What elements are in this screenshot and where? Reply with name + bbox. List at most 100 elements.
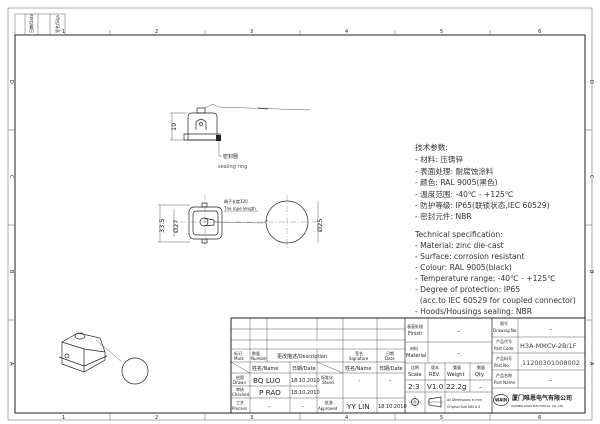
stamp-sign-label: 签名/Sign <box>54 14 60 33</box>
spec-en-item: - Colour: RAL 9005(black) <box>415 263 512 272</box>
spec-cn-title: 技术参数: <box>415 142 448 152</box>
approved-date: 18.10.2010 <box>378 404 407 410</box>
weight-en: Weight <box>447 372 464 378</box>
sealing-ring-en: sealing ring <box>218 164 247 170</box>
rope-length-en: The rope length <box>223 206 256 211</box>
spec-cn-item: - 表面处理: 耐腐蚀涂料 <box>415 166 494 176</box>
company-name-cn: 厦门唯恩电气有限公司 <box>512 394 572 402</box>
number-en: Number <box>251 356 267 361</box>
dim-height: 19 <box>170 123 178 131</box>
dims-note-2: Original Size DIN A 4 <box>447 405 480 409</box>
drawing-no-en: Drawing No. <box>493 328 518 333</box>
spec-cn: 技术参数: - 材料: 压铸锌 - 表面处理: 耐腐蚀涂料 - 颜色: RAL … <box>415 142 550 221</box>
qty-value: – <box>479 383 482 391</box>
stand-name: – <box>358 378 361 384</box>
drawing-no-cn: 图号 <box>500 320 508 326</box>
part-name-cn: 产品名称 <box>496 372 512 378</box>
checked-en: Checked <box>232 392 250 397</box>
top-stamp: 日期/Date 签名/Sign <box>14 14 66 36</box>
scale-en: Scale <box>408 372 421 378</box>
name-header: 姓名/Name <box>252 365 278 372</box>
number-cn: 数量 <box>252 350 260 356</box>
dim-loop: Ø25 <box>316 219 324 232</box>
drawn-date: 18.10.2010 <box>291 378 320 384</box>
spec-en-item: (acc.to IEC 60529 for coupled connector) <box>415 296 576 305</box>
description-header: 更改描述/Description <box>277 353 327 360</box>
process-date: – <box>302 404 305 410</box>
qty-cn: 数量 <box>477 364 485 370</box>
sealing-ring-cn: 密封圈 <box>223 153 238 160</box>
finish-value: – <box>457 327 460 335</box>
company-name-en: XIAMEN WAIN ELECTRICAL CO.,LTD <box>511 404 564 408</box>
col-1-bottom: 1 <box>62 415 65 421</box>
part-code-cn: 产品代号 <box>496 338 512 344</box>
part-no-en: Part No. <box>494 363 510 368</box>
iso-view <box>58 332 149 385</box>
stamp-date-label: 日期/Date <box>28 14 34 33</box>
date-header: 日期/Date <box>292 366 316 372</box>
drawn-cn: 绘图 <box>236 374 244 380</box>
material-cn: 材料 <box>410 345 418 351</box>
col-2-bottom: 2 <box>155 415 158 421</box>
qty-en: Qty. <box>475 372 485 378</box>
drawn-name: BQ LUO <box>253 376 281 385</box>
col-6: 6 <box>538 29 541 35</box>
dims-note-1: All Dimensions in mm <box>447 398 482 402</box>
spec-cn-item: - 温度范围: -40℃ - +125℃ <box>415 189 513 199</box>
date-cn: 日期 <box>386 350 394 356</box>
col-3: 3 <box>250 29 253 35</box>
rev-en: REV. <box>429 372 440 378</box>
stand-date: – <box>389 378 392 384</box>
row-c: C <box>588 175 594 179</box>
finish-en: Finish <box>408 331 422 337</box>
col-1: 1 <box>62 29 65 35</box>
col-5-bottom: 5 <box>440 415 443 421</box>
rope-length-cn: 绳子长度120 <box>224 198 248 204</box>
process-en: Process <box>232 406 247 411</box>
part-name-en: Part Name <box>494 380 516 385</box>
stand-cn: 标准化 <box>321 374 333 380</box>
spec-cn-item: - 防护等级: IP65(联锁状态,IEC 60529) <box>415 200 550 210</box>
spec-cn-item: - 颜色: RAL 9005(黑色) <box>415 177 498 187</box>
spec-en-item: - Material: zinc die-cast <box>415 241 504 250</box>
drawing-no-value: – <box>549 325 552 333</box>
finish-cn: 表面处理 <box>407 323 423 329</box>
process-cn: 工艺 <box>236 400 244 405</box>
mark-cn: 标记 <box>234 350 242 356</box>
projection-symbol-icon <box>409 396 443 408</box>
dim-inner: Ø27 <box>172 220 180 233</box>
company-logo-text: WAIN <box>495 398 507 403</box>
drawn-en: Drawn <box>233 380 246 385</box>
checked-cn: 审核 <box>236 386 244 392</box>
checked-date: 18.10.2010 <box>291 390 320 396</box>
spec-en-item: - Surface: corrosion resistant <box>415 252 524 261</box>
spec-cn-item: - 密封元件: NBR <box>415 211 472 221</box>
spec-en-item: - Degree of protection: IP65 <box>415 285 520 294</box>
col-3-bottom: 3 <box>250 415 253 421</box>
approved-en: Approved <box>318 406 338 411</box>
row-d: D <box>588 80 594 84</box>
spec-en: Technical specification: - Material: zin… <box>414 230 576 316</box>
name-header-2: 姓名/Name <box>345 365 371 372</box>
weight-value: 22.2g <box>446 382 467 391</box>
mark-en: Mark <box>234 356 245 361</box>
col-4-bottom: 4 <box>345 415 348 421</box>
rev-cn: 版本 <box>431 364 439 370</box>
part-no-value: 11200301008002 <box>522 359 580 367</box>
row-c-left: C <box>8 175 14 179</box>
date-header-2: 日期/Date <box>379 366 403 372</box>
stand-en: Stand. <box>322 380 335 385</box>
company-logo: WAIN <box>493 394 509 406</box>
col-5: 5 <box>440 29 443 35</box>
top-view: 33.5 Ø27 Ø25 绳子长度120 The rope length <box>158 195 324 250</box>
scale-cn: 比例 <box>411 364 419 370</box>
weight-cn: 重量 <box>453 364 461 370</box>
signature-en: Signature <box>349 356 369 361</box>
col-6-bottom: 6 <box>538 415 541 421</box>
part-code-value: H3A-MMCV-2B/1F <box>520 342 577 350</box>
row-b-left: B <box>8 270 14 274</box>
approved-cn: 批准 <box>325 399 333 405</box>
date-en: Date <box>385 356 395 361</box>
row-b: B <box>588 270 594 274</box>
